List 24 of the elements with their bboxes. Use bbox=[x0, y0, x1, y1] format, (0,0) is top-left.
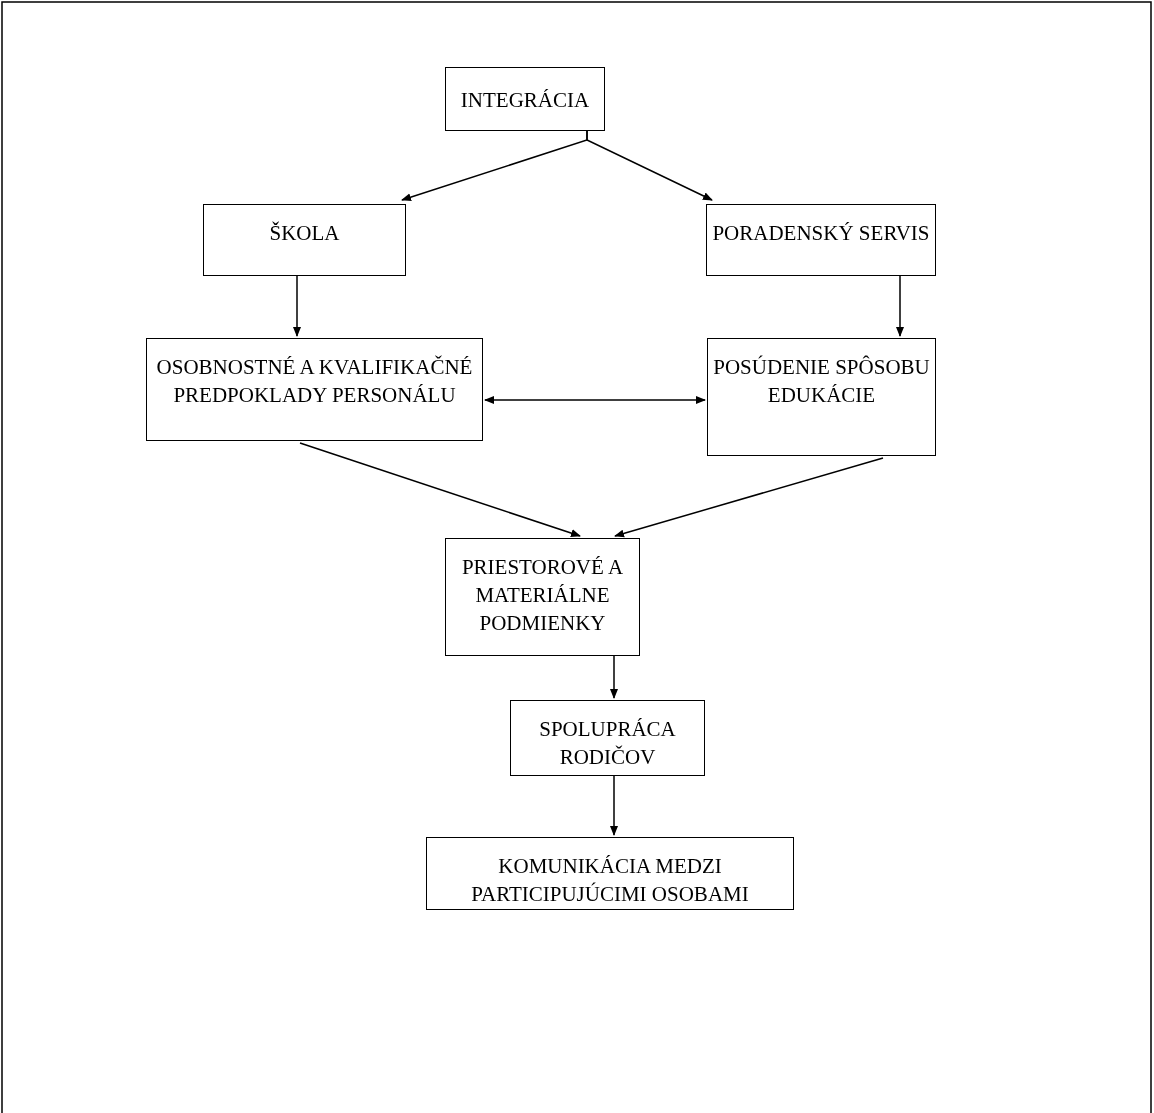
process-box bbox=[146, 338, 483, 441]
process-box bbox=[426, 837, 794, 910]
process-box bbox=[707, 338, 936, 456]
box-label: PORADENSKÝ SERVIS bbox=[712, 220, 930, 247]
arrow bbox=[896, 275, 904, 337]
arrow bbox=[293, 275, 301, 337]
box-label: PRIESTOROVÉ A MATERIÁLNE PODMIENKY bbox=[460, 554, 625, 637]
arrow bbox=[586, 130, 713, 201]
process-box bbox=[510, 700, 705, 776]
arrow bbox=[299, 442, 581, 537]
arrow bbox=[610, 655, 618, 699]
arrow bbox=[610, 775, 618, 836]
box-label: SPOLUPRÁCA RODIČOV bbox=[538, 716, 677, 771]
arrow bbox=[484, 396, 706, 404]
box-label: ŠKOLA bbox=[269, 220, 340, 247]
process-box bbox=[203, 204, 406, 276]
arrow bbox=[614, 457, 884, 538]
process-box bbox=[445, 67, 605, 131]
box-label: POSÚDENIE SPÔSOBU EDUKÁCIE bbox=[712, 354, 931, 409]
box-label: OSOBNOSTNÉ A KVALIFIKAČNÉ PREDPOKLADY PERSONÁLU bbox=[155, 354, 474, 409]
process-box bbox=[706, 204, 936, 276]
box-label: KOMUNIKÁCIA MEDZI PARTICIPUJÚCIMI OSOBAMI bbox=[470, 853, 750, 908]
process-box bbox=[445, 538, 640, 656]
box-label: INTEGRÁCIA bbox=[460, 87, 590, 114]
